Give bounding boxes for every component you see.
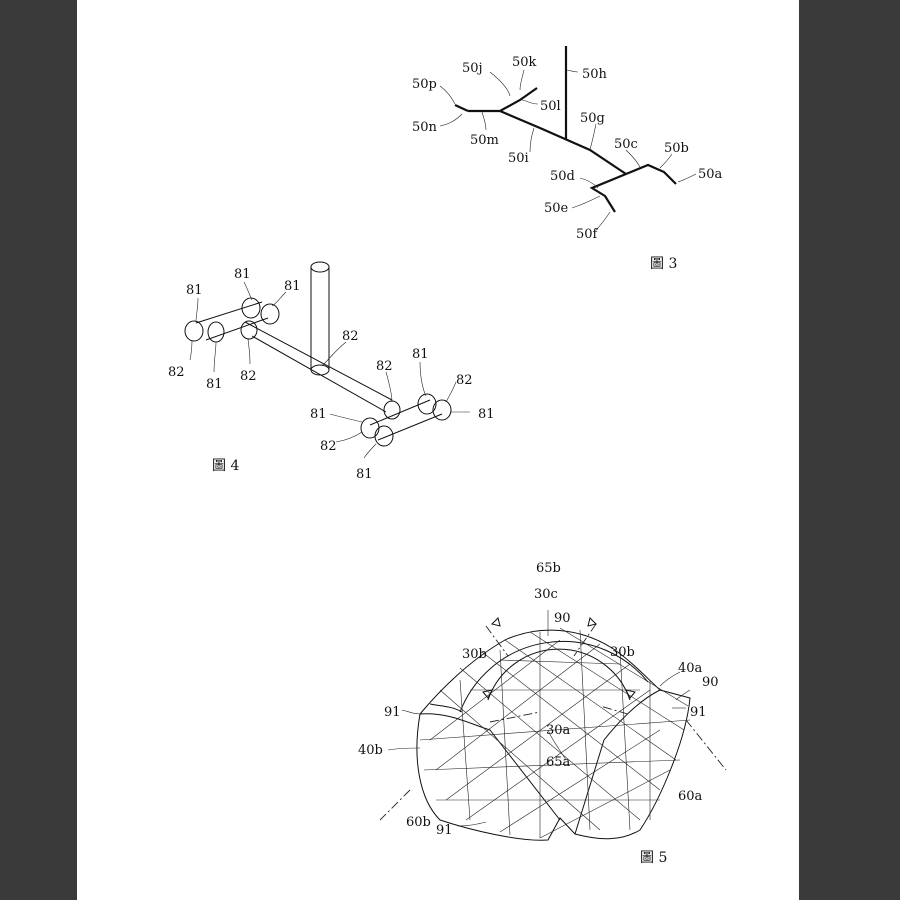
figure-4: 81 81 81 82 81 82 82 82 81 82 81 81 82 8… <box>168 261 495 482</box>
arc-65b <box>459 641 649 713</box>
label-82-b: 82 <box>240 369 257 384</box>
label-60a: 60a <box>678 789 703 804</box>
label-50g: 50g <box>580 111 605 126</box>
label-82-e: 82 <box>456 373 473 388</box>
label-40a: 40a <box>678 661 703 676</box>
label-50d: 50d <box>550 169 575 184</box>
arc-30c <box>487 648 631 701</box>
pipe-upper-branch <box>468 87 538 113</box>
label-50b: 50b <box>664 141 689 156</box>
label-30b-right: 30b <box>610 645 635 660</box>
right-margin <box>799 0 900 900</box>
label-82-f: 82 <box>320 439 337 454</box>
label-65a: 65a <box>546 755 571 770</box>
label-91-bottom: 91 <box>436 823 453 838</box>
label-50k: 50k <box>512 55 537 70</box>
label-30c: 30c <box>534 587 558 602</box>
label-91-left: 91 <box>384 705 401 720</box>
pipe-lower-branch <box>589 172 627 213</box>
label-50p: 50p <box>412 77 437 92</box>
label-50c: 50c <box>614 137 638 152</box>
label-50a: 50a <box>698 167 723 182</box>
label-60b: 60b <box>406 815 431 830</box>
fitting-body <box>416 629 691 841</box>
label-50m: 50m <box>470 133 499 148</box>
label-40b: 40b <box>358 743 383 758</box>
figure-3-caption: 圖 3 <box>650 256 677 272</box>
pipe-right-branch <box>625 163 677 185</box>
label-30b-left: 30b <box>462 647 487 662</box>
axis-60a <box>685 719 727 771</box>
label-82-c: 82 <box>342 329 359 344</box>
figure-5: 65b 30c 90 30b 30b 40a 90 91 91 30a 40b … <box>358 561 727 866</box>
label-50l: 50l <box>540 99 561 114</box>
axis-60b <box>379 789 411 821</box>
label-50e: 50e <box>544 201 569 216</box>
label-50i: 50i <box>508 151 529 166</box>
label-81-d: 81 <box>206 377 223 392</box>
label-81-b: 81 <box>234 267 251 282</box>
figure-4-caption: 圖 4 <box>212 458 239 474</box>
label-81-a: 81 <box>186 283 203 298</box>
label-90-right: 90 <box>702 675 719 690</box>
figure-3: 50h 50k 50j 50p 50l 50n 50m 50i 50g 50c … <box>412 46 723 272</box>
label-82-d: 82 <box>376 359 393 374</box>
label-81-g: 81 <box>310 407 327 422</box>
mesh-pattern <box>419 627 691 839</box>
label-50h: 50h <box>582 67 608 82</box>
patent-drawing-page <box>77 0 799 900</box>
label-50n: 50n <box>412 120 438 135</box>
pipe-50p <box>454 104 469 112</box>
label-81-h: 81 <box>356 467 373 482</box>
label-81-c: 81 <box>284 279 301 294</box>
label-65b: 65b <box>536 561 561 576</box>
label-90-top: 90 <box>554 611 571 626</box>
label-91-right: 91 <box>690 705 707 720</box>
label-81-e: 81 <box>412 347 429 362</box>
figure-5-caption: 圖 5 <box>640 850 667 866</box>
label-50j: 50j <box>462 61 483 76</box>
label-50f: 50f <box>576 227 599 242</box>
label-81-f: 81 <box>478 407 495 422</box>
pipe-main-run <box>499 109 627 175</box>
label-30a: 30a <box>546 723 571 738</box>
label-82-a: 82 <box>168 365 185 380</box>
left-margin <box>0 0 77 900</box>
